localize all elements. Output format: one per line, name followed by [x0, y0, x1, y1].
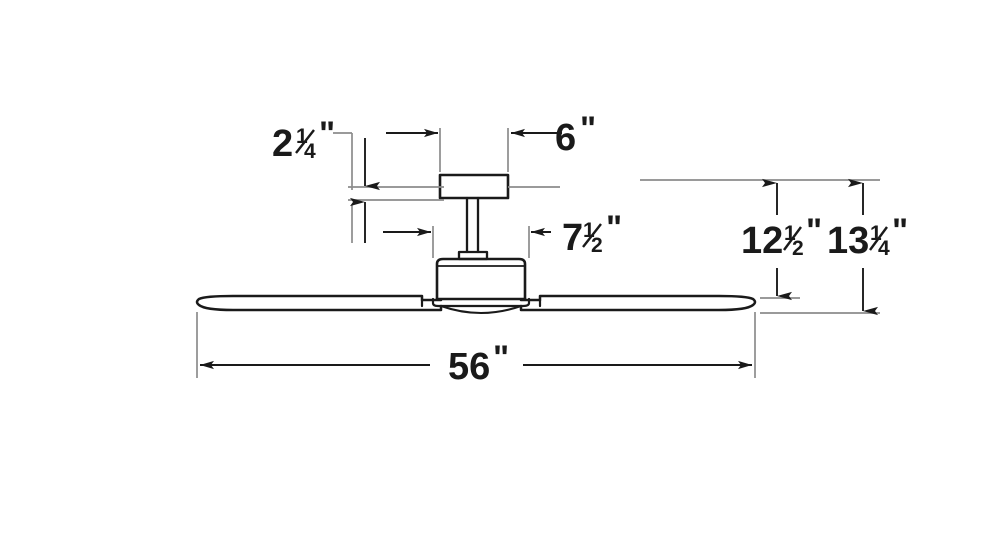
label-height-blade-top-whole: 12 — [741, 220, 783, 262]
fraction-slash-height-blade-top — [783, 226, 802, 251]
motor-housing — [435, 257, 527, 301]
label-overall-height-whole: 13 — [827, 220, 869, 262]
label-motor-width-denominator: 2 — [591, 234, 603, 257]
label-canopy-height-denominator: 4 — [304, 140, 316, 163]
label-canopy-width: 6 " — [555, 110, 596, 159]
label-overall-height-inch: " — [892, 212, 908, 250]
label-blade-span-inch: " — [493, 339, 509, 377]
label-motor-width: 7 1 2 " — [562, 209, 622, 259]
blade-right — [519, 294, 757, 312]
label-overall-height: 13 1 4 " — [827, 212, 908, 262]
label-overall-height-denominator: 4 — [878, 237, 890, 260]
label-height-blade-top-denominator: 2 — [792, 237, 804, 260]
fraction-slash-overall-height — [869, 226, 888, 251]
blade-left — [195, 294, 443, 312]
label-height-blade-top: 12 1 2 " — [741, 212, 822, 262]
label-motor-width-inch: " — [606, 209, 622, 247]
fraction-slash-canopy-height — [295, 129, 315, 154]
label-canopy-height-whole: 2 — [272, 123, 293, 165]
label-height-blade-top-inch: " — [806, 212, 822, 250]
label-motor-width-whole: 7 — [562, 217, 583, 259]
label-blade-span: 56 " — [448, 339, 509, 388]
fan-assembly — [195, 173, 757, 314]
label-canopy-width-inch: " — [580, 110, 596, 148]
fraction-slash-motor-width — [582, 223, 602, 248]
label-canopy-height: 2 1 4 " — [272, 115, 335, 165]
motor-skirt — [431, 297, 531, 308]
downrod — [465, 196, 480, 254]
label-blade-span-whole: 56 — [448, 346, 490, 388]
label-canopy-width-whole: 6 — [555, 117, 576, 159]
dimension-lines — [200, 128, 878, 370]
hub-dome — [440, 305, 522, 314]
label-canopy-height-inch: " — [319, 115, 335, 153]
